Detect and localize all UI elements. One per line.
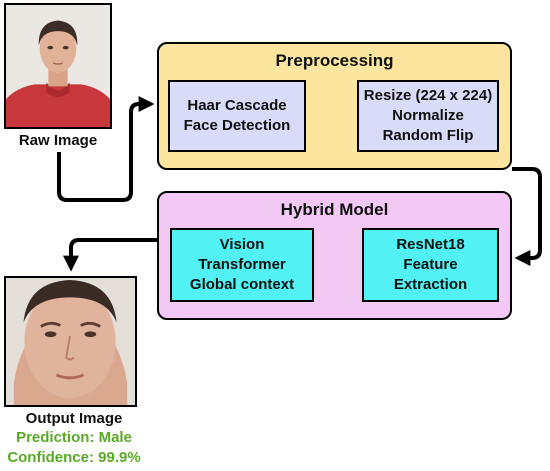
resize-line-1: Resize (224 x 224) [363,87,493,104]
arrow-hybrid-to-output [63,238,157,272]
arrow-preprocessing-to-hybrid [512,167,542,266]
resize-normalize-box: Resize (224 x 224) Normalize Random Flip [357,80,499,152]
resize-line-3: Random Flip [382,127,474,144]
face-crop-photo-icon [6,278,135,405]
resnet-line-1: ResNet18 [396,236,465,253]
vit-line-2: Transformer [198,256,286,273]
output-image-photo [4,276,137,407]
portrait-photo-icon [6,5,110,127]
vit-line-1: Vision [219,236,265,253]
output-image-caption: Output Image [25,410,123,427]
resnet-line-3: Extraction [393,276,468,293]
haar-line-2: Face Detection [183,117,291,134]
raw-image-caption: Raw Image [18,132,98,149]
preprocessing-title: Preprocessing [275,51,394,70]
raw-image-photo [4,3,112,129]
haar-cascade-box: Haar Cascade Face Detection [168,80,306,152]
resize-line-2: Normalize [392,107,464,124]
prediction-label: Prediction: Male [16,429,132,446]
haar-line-1: Haar Cascade [187,97,287,114]
resnet-line-2: Feature [403,256,458,273]
hybrid-model-title: Hybrid Model [280,200,389,219]
confidence-label: Confidence: 99.9% [7,449,141,466]
resnet18-box: ResNet18 Feature Extraction [362,228,499,302]
vit-line-3: Global context [189,276,295,293]
vision-transformer-box: Vision Transformer Global context [170,228,314,302]
